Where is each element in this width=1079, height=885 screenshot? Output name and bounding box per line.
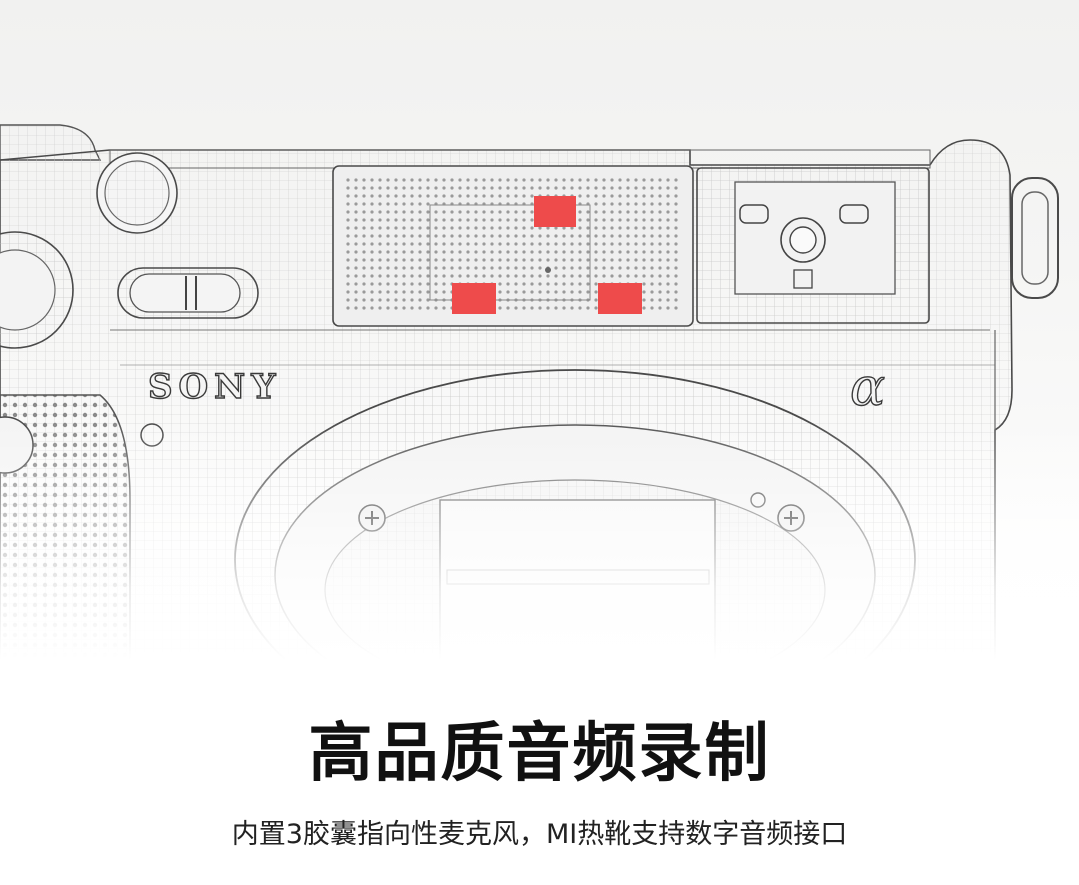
feature-headline: 高品质音频录制 <box>308 717 771 791</box>
strap-lug <box>1011 177 1059 299</box>
camera-illustration: SONY α <box>0 0 1079 660</box>
mic-capsule-marker <box>598 283 642 314</box>
mic-capsule-marker <box>534 196 576 227</box>
microphone-grille <box>332 165 694 327</box>
power-switch <box>117 267 259 319</box>
mic-capsule-marker <box>452 283 496 314</box>
model-mark: α <box>850 358 885 418</box>
left-dial <box>0 231 74 349</box>
feature-description: 内置3胶囊指向性麦克风，MI热靴支持数字音频接口 <box>231 819 848 850</box>
brand-logo: SONY <box>148 367 282 407</box>
hot-shoe <box>696 167 930 324</box>
camera-line-drawing: SONY α <box>0 124 1059 660</box>
top-button <box>96 152 178 234</box>
